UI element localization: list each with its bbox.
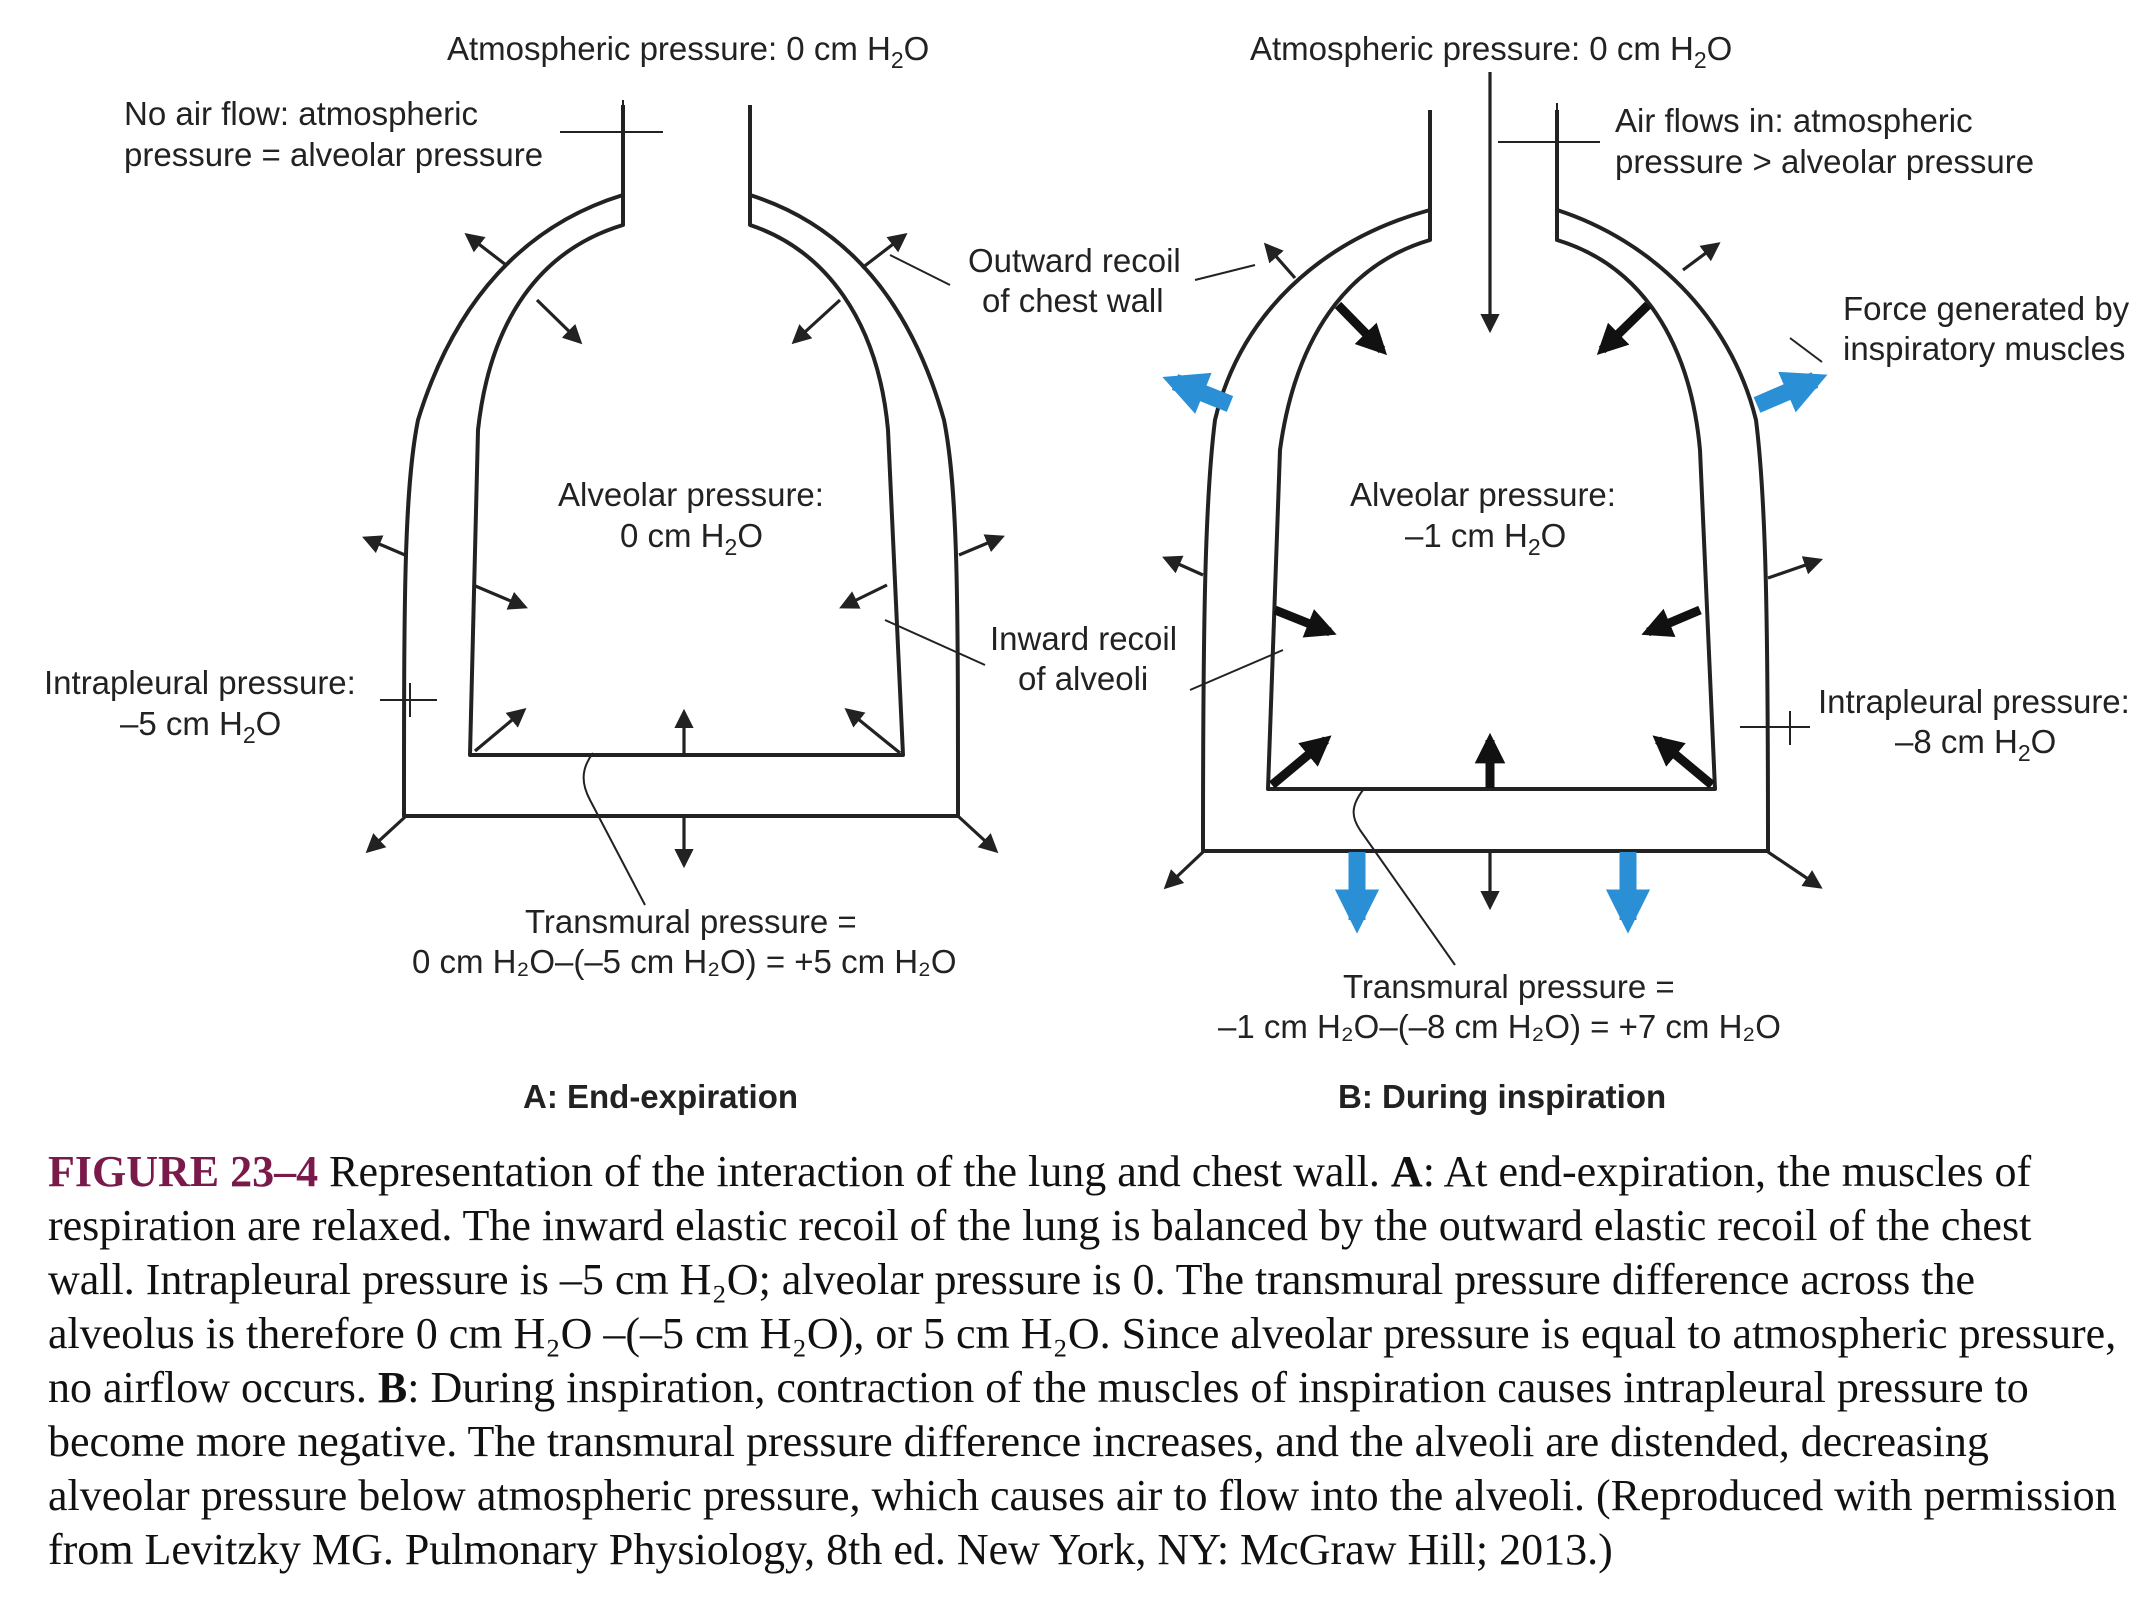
inward-recoil-label: Inward recoil: [990, 620, 1177, 657]
inward-arrow: [1334, 301, 1388, 356]
outward-arrow: [1682, 242, 1721, 272]
outward-arrow: [1263, 242, 1297, 280]
panel-a-lung: [468, 195, 905, 757]
caption-intro: Representation of the interaction of the…: [318, 1147, 1391, 1196]
inward-arrow: [535, 298, 583, 345]
leader-line: [1352, 789, 1456, 966]
inspiratory-muscle-force-arrows: [1162, 371, 1828, 934]
panel-a-alveolar-value: 0 cm H2O: [620, 517, 763, 560]
panel-a-title: A: End-expiration: [523, 1078, 798, 1115]
outward-recoil-label: of chest wall: [982, 282, 1164, 319]
figure-caption: FIGURE 23–4 Representation of the intera…: [48, 1145, 2118, 1577]
panel-a-atmospheric-label: Atmospheric pressure: 0 cm H2O: [447, 30, 929, 73]
inward-arrow: [1273, 605, 1337, 638]
panel-a: Atmospheric pressure: 0 cm H2O No air fl…: [44, 30, 1005, 1115]
caption-b-label: B: [377, 1363, 408, 1412]
outward-arrow: [1163, 850, 1205, 890]
caption-a-text: : At end-expiration, the muscles of resp…: [48, 1147, 2117, 1412]
outward-arrow: [861, 233, 908, 270]
outward-arrow: [365, 815, 407, 854]
inward-recoil-label: of alveoli: [1018, 660, 1148, 697]
outward-arrow: [957, 815, 999, 854]
muscle-force-arrow: [1162, 372, 1234, 414]
inspiratory-force-label: inspiratory muscles: [1843, 330, 2125, 367]
figure-number: FIGURE 23–4: [48, 1147, 319, 1196]
panel-b-intrapleural-label: Intrapleural pressure:: [1818, 683, 2130, 720]
panel-b-intrapleural-value: –8 cm H2O: [1895, 723, 2056, 766]
panel-a-transmural-equation: 0 cm H₂O–(–5 cm H₂O) = +5 cm H₂O: [412, 943, 957, 980]
panel-b-chest-wall: [1201, 110, 1770, 853]
inward-arrow: [473, 707, 527, 753]
panel-b-alveolar-value: –1 cm H2O: [1405, 517, 1566, 560]
inspiratory-force-label: Force generated by: [1843, 290, 2130, 327]
leader-line: [889, 254, 951, 286]
leader-line: [884, 619, 986, 666]
lung-chest-wall-diagram: Atmospheric pressure: 0 cm H2O No air fl…: [44, 30, 2130, 1115]
panel-b-transmural-equation: –1 cm H₂O–(–8 cm H₂O) = +7 cm H₂O: [1218, 1008, 1781, 1045]
panel-b-transmural-label: Transmural pressure =: [1343, 968, 1675, 1005]
no-air-flow-label: No air flow: atmospheric: [124, 95, 478, 132]
inward-arrow: [1641, 605, 1702, 637]
inward-arrow: [472, 583, 528, 610]
outward-arrow: [1162, 555, 1204, 577]
inward-arrow: [1596, 301, 1652, 356]
panel-b: Atmospheric pressure: 0 cm H2O Air flows…: [1162, 30, 2130, 1115]
panel-a-intrapleural-value: –5 cm H2O: [120, 705, 281, 748]
panel-b-title: B: During inspiration: [1338, 1078, 1666, 1115]
inward-arrow: [844, 707, 902, 755]
outward-arrow: [362, 535, 406, 557]
inward-arrow: [1269, 735, 1332, 789]
panel-b-alveolar-label: Alveolar pressure:: [1350, 476, 1616, 513]
caption-a-label: A: [1390, 1147, 1423, 1196]
inward-arrow: [839, 583, 888, 609]
panel-b-recoil-arrows: [1162, 242, 1824, 911]
panel-b-atmospheric-label: Atmospheric pressure: 0 cm H2O: [1250, 30, 1732, 73]
leader-line: [582, 752, 646, 906]
panel-a-intrapleural-label: Intrapleural pressure:: [44, 664, 356, 701]
outward-arrow: [958, 534, 1005, 557]
air-flows-in-label: Air flows in: atmospheric: [1615, 102, 1973, 139]
outward-arrow: [1767, 556, 1824, 580]
panel-a-recoil-arrows: [362, 233, 1005, 869]
outward-recoil-label: Outward recoil: [968, 242, 1181, 279]
inward-arrow: [1652, 735, 1715, 789]
panel-a-chest-wall: [402, 105, 960, 818]
caption-b-text: : During inspiration, contraction of the…: [48, 1363, 2117, 1574]
panel-a-alveolar-label: Alveolar pressure:: [558, 476, 824, 513]
outward-arrow: [1767, 850, 1823, 889]
shared-labels: Outward recoil of chest wall Inward reco…: [884, 242, 1284, 697]
inward-arrow: [791, 298, 842, 345]
no-air-flow-label: pressure = alveolar pressure: [124, 136, 543, 173]
panel-b-lung: [1266, 210, 1717, 791]
muscle-force-arrow: [1753, 371, 1828, 413]
leader-line: [1194, 264, 1256, 281]
panel-a-transmural-label: Transmural pressure =: [525, 903, 857, 940]
air-flows-in-label: pressure > alveolar pressure: [1615, 143, 2034, 180]
leader-line: [1789, 337, 1823, 363]
outward-arrow: [464, 233, 507, 267]
